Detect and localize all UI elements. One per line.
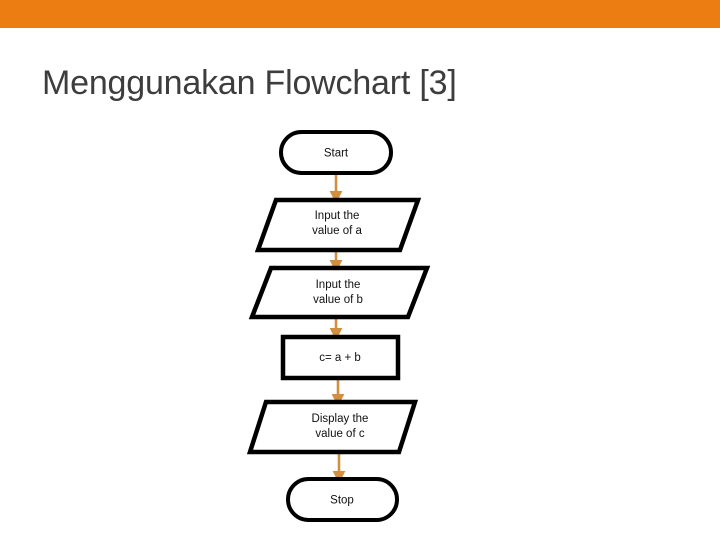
compute-label: c= a + b (319, 352, 361, 364)
flowchart-node-start[interactable]: Start (279, 130, 393, 175)
page-title: Menggunakan Flowchart [3] (42, 64, 457, 102)
start-terminator-shape (279, 130, 393, 175)
flowchart-node-stop[interactable]: Stop (286, 477, 399, 522)
header-accent-band (0, 0, 720, 28)
input-b-label-line1: Input the (316, 279, 361, 291)
stop-label: Stop (330, 495, 354, 507)
display-label-line1: Display the (312, 413, 369, 425)
flowchart-node-compute[interactable]: c= a + b (280, 334, 401, 381)
input-a-parallelogram-shape (254, 197, 422, 253)
input-b-parallelogram-shape (248, 265, 431, 320)
start-label: Start (324, 148, 349, 160)
flowchart-node-display[interactable]: Display the value of c (246, 399, 419, 455)
input-a-label-line2: value of a (312, 225, 362, 237)
compute-process-shape (280, 334, 401, 381)
input-b-label-line2: value of b (313, 294, 363, 306)
flowchart-node-input-b[interactable]: Input the value of b (248, 265, 431, 320)
display-parallelogram-shape (246, 399, 419, 455)
stop-terminator-shape (286, 477, 399, 522)
flowchart-node-input-a[interactable]: Input the value of a (254, 197, 422, 253)
input-a-label-line1: Input the (315, 210, 360, 222)
display-label-line2: value of c (315, 428, 364, 440)
connector-group (329, 174, 346, 484)
